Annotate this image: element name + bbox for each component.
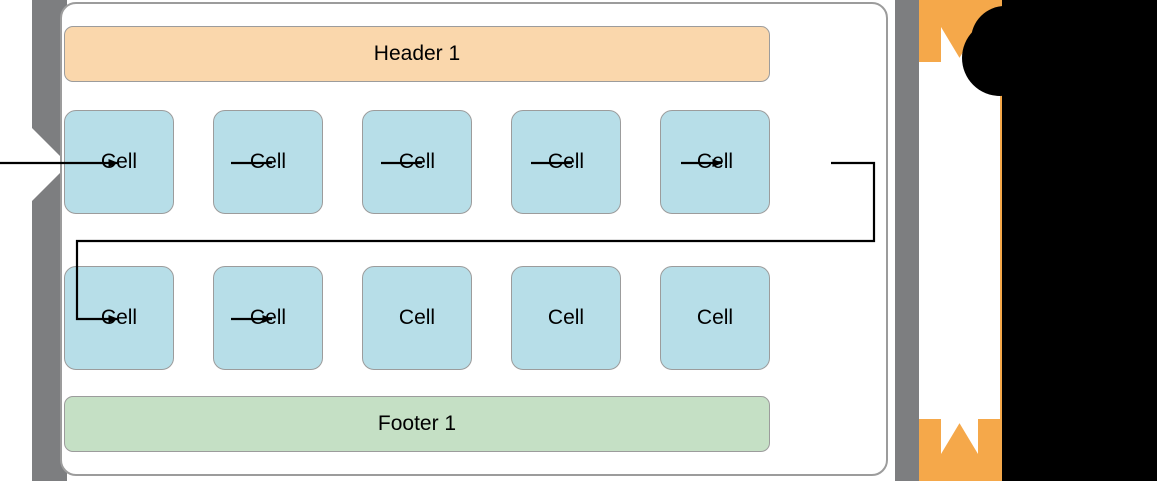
cell-label: Cell [249,150,287,173]
cell-label: Cell [398,306,436,329]
cell-row-1: Cell Cell Cell Cell Cell [64,110,770,214]
black-occluded-region [973,0,1157,481]
left-gray-bar-with-notch [32,0,67,163]
left-gray-bar-with-notch-lower [32,166,67,481]
cell-label: Cell [100,150,138,173]
cell-label: Cell [398,150,436,173]
cell-label: Cell [696,306,734,329]
footer-label: Footer 1 [377,412,457,435]
cell-row2-4[interactable]: Cell [511,266,621,370]
orange-double-arrow-inner-right [957,27,1000,454]
right-gray-bar [895,0,919,481]
cell-row2-5[interactable]: Cell [660,266,770,370]
cell-row2-3[interactable]: Cell [362,266,472,370]
cell-label: Cell [547,306,585,329]
header-band[interactable]: Header 1 [64,26,770,82]
footer-band[interactable]: Footer 1 [64,396,770,452]
black-blob-bump-2 [971,6,1039,74]
row-wrap-connector [75,161,876,323]
orange-double-arrow-inner-left [919,27,962,454]
header-label: Header 1 [373,42,461,65]
cell-label: Cell [100,306,138,329]
cell-label: Cell [547,150,585,173]
